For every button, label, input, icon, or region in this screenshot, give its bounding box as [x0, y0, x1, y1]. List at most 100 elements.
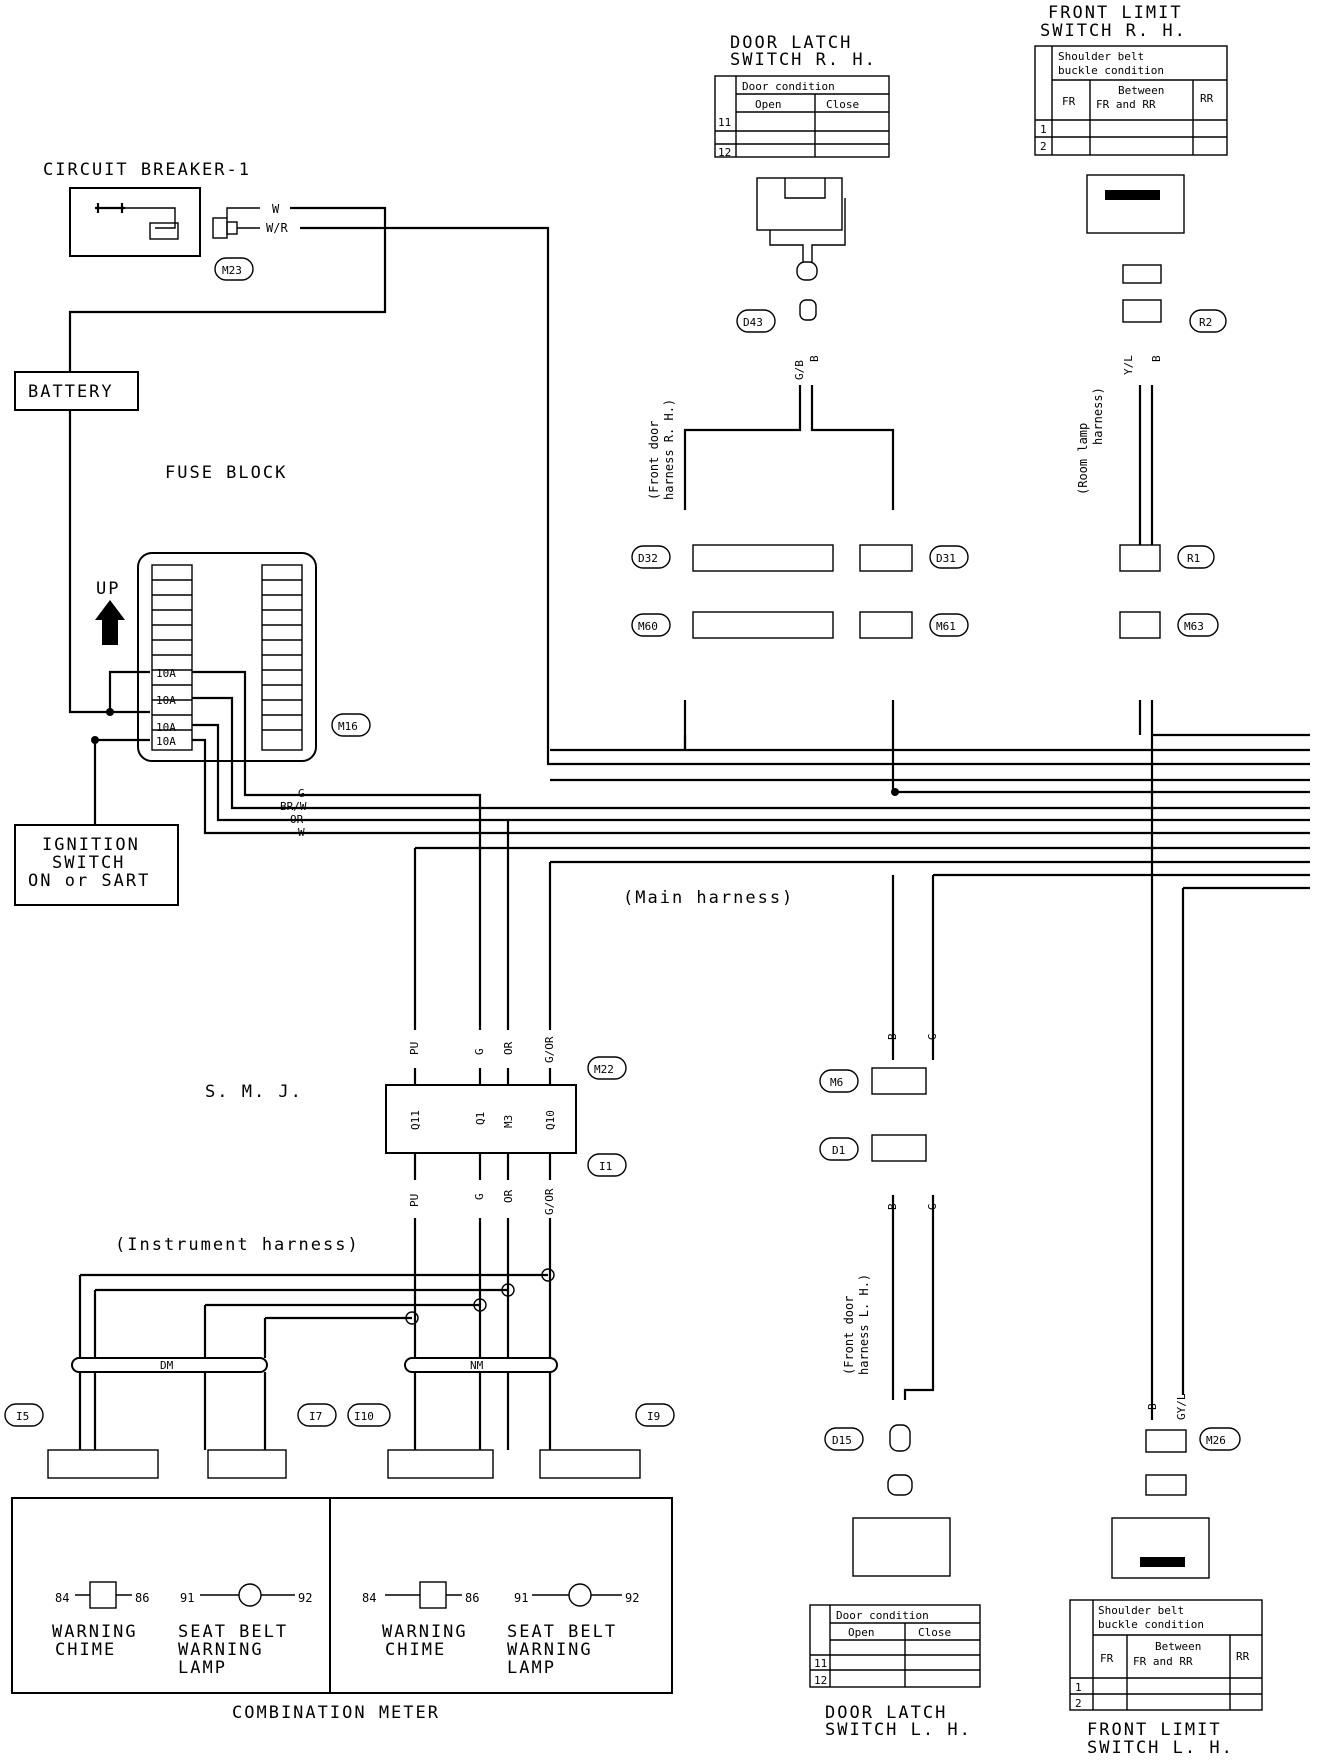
svg-text:12: 12 [814, 1674, 827, 1687]
connector-badge-m60 [631, 613, 671, 637]
d1-connector [871, 1134, 927, 1162]
svg-text:D15: D15 [832, 1434, 852, 1447]
svg-text:NM: NM [470, 1359, 484, 1372]
svg-text:M3: M3 [502, 1115, 515, 1128]
connector-badge-m23 [214, 257, 254, 281]
connector-badge-m16 [331, 713, 371, 737]
svg-text:FR: FR [1062, 95, 1076, 108]
connector-badge-r1 [1177, 545, 1215, 569]
svg-text:buckle condition: buckle condition [1058, 64, 1164, 77]
i9-connector [539, 1449, 641, 1479]
svg-text:SWITCH L. H.: SWITCH L. H. [1087, 1738, 1234, 1758]
svg-text:FR and RR: FR and RR [1096, 98, 1156, 111]
i7-connector [207, 1449, 287, 1479]
svg-text:M16: M16 [338, 720, 358, 733]
battery-box [14, 371, 139, 411]
svg-text:Open: Open [755, 98, 782, 111]
svg-text:M22: M22 [594, 1063, 614, 1076]
fuse-10a: 10A [156, 721, 176, 734]
svg-text:SEAT BELT: SEAT BELT [178, 1622, 288, 1642]
warning-chime-left: 84 86 WARNING CHIME [52, 1581, 149, 1660]
svg-text:LAMP: LAMP [178, 1658, 227, 1678]
door-latch-lh-table: Door condition Open Close 11 12 [809, 1604, 981, 1688]
svg-text:84: 84 [362, 1591, 376, 1605]
fuse-column-right [261, 564, 303, 751]
svg-text:G: G [926, 1203, 939, 1210]
circuit-breaker-label: CIRCUIT BREAKER-1 [43, 160, 251, 180]
svg-text:harness): harness) [1091, 387, 1105, 445]
svg-text:Between: Between [1118, 84, 1164, 97]
svg-text:86: 86 [135, 1591, 149, 1605]
door-latch-rh-switch [756, 177, 843, 231]
svg-text:M6: M6 [830, 1076, 843, 1089]
svg-text:RR: RR [1236, 1650, 1250, 1663]
svg-text:Shoulder belt: Shoulder belt [1098, 1604, 1184, 1617]
svg-text:SEAT BELT: SEAT BELT [507, 1622, 617, 1642]
svg-text:Close: Close [918, 1626, 951, 1639]
wr-main-wire [300, 226, 1310, 766]
svg-text:G: G [473, 1048, 486, 1055]
m63-connector [1119, 611, 1161, 639]
svg-text:Close: Close [826, 98, 859, 111]
svg-text:B: B [886, 1033, 899, 1040]
svg-text:86: 86 [465, 1591, 479, 1605]
ignition-label: IGNITION [42, 835, 140, 855]
svg-text:FR and RR: FR and RR [1133, 1655, 1193, 1668]
svg-text:Y/L: Y/L [1122, 355, 1135, 375]
svg-text:PU: PU [408, 1194, 421, 1207]
or-wire [330, 818, 510, 1030]
svg-text:M63: M63 [1184, 620, 1204, 633]
room-lamp-label: (Room lamp [1076, 423, 1090, 495]
svg-text:Q10: Q10 [544, 1110, 557, 1130]
svg-text:I10: I10 [354, 1410, 374, 1423]
svg-text:B: B [1146, 1403, 1159, 1410]
svg-text:CHIME: CHIME [55, 1640, 116, 1660]
connector-badge-r2 [1189, 309, 1227, 333]
door-latch-rh-table: Door condition Open Close 11 12 [714, 75, 890, 159]
svg-text:G: G [473, 1193, 486, 1200]
fuse-10a: 10A [156, 667, 176, 680]
svg-text:92: 92 [298, 1591, 312, 1605]
seat-belt-lamp-right: 91 92 SEAT BELT WARNING LAMP [507, 1583, 639, 1678]
svg-text:I9: I9 [647, 1410, 660, 1423]
svg-text:I7: I7 [309, 1410, 322, 1423]
svg-text:Shoulder belt: Shoulder belt [1058, 50, 1144, 63]
svg-text:G/B: G/B [793, 360, 806, 380]
battery-label: BATTERY [28, 382, 114, 402]
svg-text:92: 92 [625, 1591, 639, 1605]
fuse-10a: 10A [156, 735, 176, 748]
front-limit-lh-switch [1111, 1517, 1210, 1579]
circuit-breaker-box [69, 187, 201, 257]
wire-label: W [272, 202, 280, 216]
circuit-breaker-connector [149, 222, 179, 240]
svg-text:B: B [886, 1203, 899, 1210]
connector-badge-m61 [929, 613, 969, 637]
svg-text:PU: PU [408, 1042, 421, 1055]
svg-text:11: 11 [814, 1657, 827, 1670]
d31-connector [859, 544, 913, 572]
svg-text:SWITCH R. H.: SWITCH R. H. [730, 50, 877, 70]
connector-badge-i9 [635, 1403, 675, 1427]
svg-text:BR/W: BR/W [280, 800, 307, 813]
connector-badge-d15 [824, 1427, 864, 1451]
fuse-10a: 10A [156, 694, 176, 707]
connector-badge-d31 [929, 545, 969, 569]
svg-text:D43: D43 [743, 316, 763, 329]
svg-text:G: G [298, 787, 305, 800]
d43-connector [796, 261, 818, 281]
svg-text:OR: OR [502, 1041, 515, 1055]
instrument-harness-label: (Instrument harness) [115, 1235, 360, 1255]
front-limit-lh-table: Shoulder belt buckle condition FR Betwee… [1069, 1599, 1263, 1711]
svg-text:WARNING: WARNING [507, 1640, 593, 1660]
front-limit-rh-table: Shoulder belt buckle condition FR Betwee… [1034, 45, 1228, 156]
front-door-lh-label: (Front door [842, 1296, 856, 1375]
fuse-column-left [151, 564, 193, 751]
svg-text:Door condition: Door condition [836, 1609, 929, 1622]
door-latch-rh-label: DOOR LATCH [730, 33, 852, 53]
svg-text:Q11: Q11 [409, 1110, 422, 1130]
svg-text:Between: Between [1155, 1640, 1201, 1653]
svg-text:I5: I5 [16, 1410, 29, 1423]
fuse-block [137, 552, 317, 762]
svg-text:SWITCH: SWITCH [52, 853, 125, 873]
